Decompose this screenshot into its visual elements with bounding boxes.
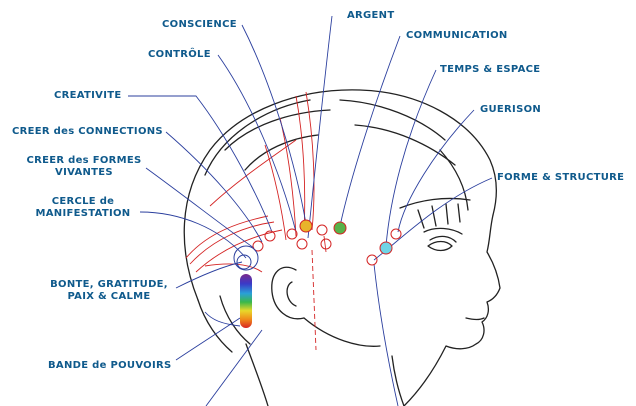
fringe-strand [445, 203, 449, 225]
label-temps-espace: TEMPS & ESPACE [440, 64, 541, 75]
leader-creer-connections [165, 131, 263, 243]
red-arc [189, 221, 275, 265]
fringe [399, 197, 471, 209]
hair-strand [204, 99, 311, 176]
eye [427, 240, 453, 252]
leader-creativite [128, 95, 273, 233]
neck-back [245, 343, 269, 406]
leader-argent [307, 15, 333, 239]
point-circle [264, 230, 276, 242]
label-bande-pouvoirs: BANDE de POUVOIRS [48, 360, 172, 371]
label-guerison: GUERISON [480, 104, 542, 115]
hair-strand [439, 149, 469, 211]
band-of-powers [240, 274, 252, 328]
label-line: BONTE, GRATITUDE, [50, 279, 168, 290]
skull-outline [183, 89, 498, 301]
point-circle [296, 238, 308, 250]
point-circle [390, 228, 402, 240]
red-curve [279, 117, 297, 237]
hair-strand [244, 134, 319, 171]
label-line: CREER des FORMES [26, 155, 142, 166]
leader-conscience [241, 24, 307, 225]
nape-curl [219, 295, 251, 345]
label-line: PAIX & CALME [67, 291, 151, 302]
mouth [465, 317, 485, 321]
point-circle [252, 240, 264, 252]
leader-guerison [397, 109, 475, 233]
label-conscience: CONSCIENCE [162, 19, 237, 30]
fringe-strand [417, 209, 425, 229]
leader-jaw [373, 263, 399, 406]
hair-strand [224, 109, 331, 151]
leader-bottom [205, 329, 263, 406]
leader-bonte [175, 261, 243, 289]
red-arc [209, 139, 297, 207]
face-profile [403, 214, 501, 406]
point-circle [316, 224, 328, 236]
point-green [333, 221, 347, 235]
cercle-manifestation-ring [233, 245, 259, 271]
hair-strand [339, 99, 446, 141]
leader-controle [217, 54, 297, 233]
power-points [233, 219, 402, 271]
red-band-edge [204, 263, 263, 273]
red-curve [305, 91, 315, 231]
label-bonte-gratitude: BONTE, GRATITUDE, PAIX & CALME [44, 279, 174, 303]
label-communication: COMMUNICATION [406, 30, 508, 41]
label-cercle-manifestation: CERCLE de MANIFESTATION [28, 196, 138, 220]
jaw-line [303, 317, 381, 347]
leader-creer-formes [145, 167, 255, 249]
label-line: VIVANTES [55, 167, 113, 178]
ear [271, 266, 305, 320]
label-creativite: CREATIVITE [54, 90, 122, 101]
label-controle: CONTRÔLE [148, 49, 211, 60]
neck-front [391, 355, 405, 406]
point-circle [366, 254, 378, 266]
point-circle [320, 238, 332, 250]
label-forme-structure: FORME & STRUCTURE [497, 172, 625, 183]
eyebrow [423, 227, 463, 235]
red-vertical-line [323, 235, 327, 253]
red-arc [185, 215, 269, 259]
label-line: MANIFESTATION [35, 208, 131, 219]
label-creer-formes-vivantes: CREER des FORMES VIVANTES [22, 155, 146, 179]
fringe-strand [457, 203, 461, 223]
leader-temps-espace [385, 69, 437, 247]
point-circle [286, 228, 298, 240]
hair-strand [354, 124, 456, 166]
red-curve [264, 144, 287, 241]
leader-lines [128, 15, 493, 406]
leader-communication [339, 35, 401, 227]
label-creer-connections: CREER des CONNECTIONS [12, 126, 163, 137]
ear-inner [286, 281, 297, 307]
label-argent: ARGENT [347, 10, 395, 21]
cercle-manifestation-ring-inner [236, 254, 252, 270]
head-outline [183, 89, 501, 406]
point-yellow [299, 219, 313, 233]
red-vertical-dashed [311, 249, 317, 351]
leader-bande-pouvoirs [175, 317, 241, 361]
label-line: CERCLE de [51, 196, 115, 207]
red-guide-lines [185, 91, 327, 351]
leader-cercle [139, 211, 247, 259]
point-cyan [379, 241, 393, 255]
eye-lash [429, 235, 457, 243]
leader-nape [204, 311, 241, 327]
fringe-strand [431, 205, 437, 227]
nape-hair [197, 299, 233, 353]
